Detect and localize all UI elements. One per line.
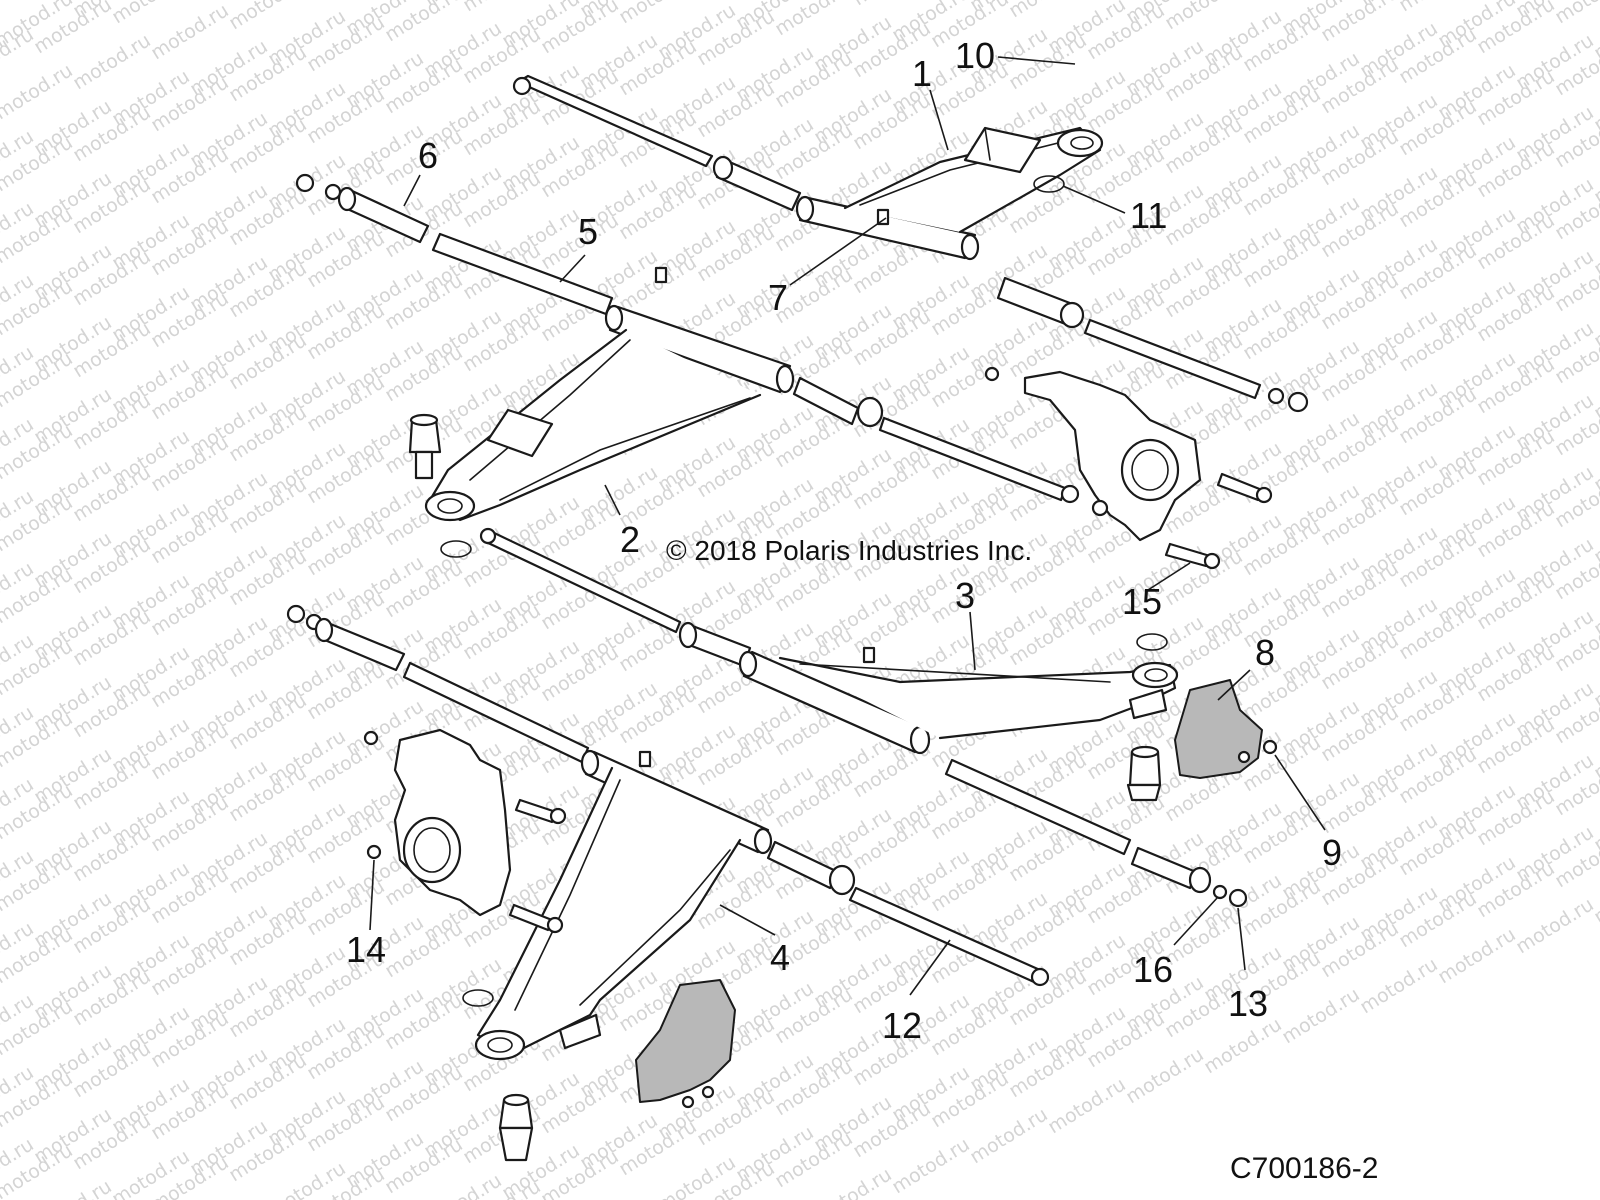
watermark-text: motod.ru: [1122, 1043, 1208, 1108]
watermark-text: motod.ru: [1434, 923, 1520, 988]
callout-1: 1: [912, 53, 932, 94]
a-arm-3: [479, 527, 1179, 755]
watermark-text: motod.ru: [1278, 983, 1364, 1048]
watermark-text: motod.ru: [225, 0, 311, 34]
callout-14: 14: [346, 929, 386, 970]
callout-7: 7: [768, 277, 788, 318]
watermark-text: motod.ru: [147, 0, 233, 64]
watermark-text: motod.ru: [810, 1163, 896, 1200]
callout-labels: 1 2 3 4 5 6 7 8 9 10 11 12 13 14 15 16: [346, 35, 1342, 1046]
callout-6: 6: [418, 135, 438, 176]
callout-10: 10: [955, 35, 995, 76]
lower-right-hardware: [944, 679, 1278, 908]
a-arm-4: [462, 749, 1050, 1162]
watermark-text: motod.ru: [1161, 0, 1247, 34]
callout-16: 16: [1133, 949, 1173, 990]
watermark-text: motod.ru: [420, 1169, 506, 1200]
watermark-text: motod.ru: [1551, 0, 1600, 28]
callout-5: 5: [578, 211, 598, 252]
watermark-text: motod.ru: [888, 1133, 974, 1198]
watermark-text: motod.ru: [1044, 1073, 1130, 1138]
callout-4: 4: [770, 937, 790, 978]
watermark-text: motod.ru: [1512, 893, 1598, 958]
a-arm-2: [408, 266, 1080, 522]
watermark-text: motod.ru: [69, 29, 155, 94]
watermark-text: motod.ru: [0, 59, 77, 124]
callout-15: 15: [1122, 581, 1162, 622]
upper-a-arm-top: [512, 74, 1309, 413]
callout-11: 11: [1130, 195, 1167, 236]
steering-knuckle-right: [440, 175, 1273, 570]
copyright-notice: © 2018 Polaris Industries Inc.: [666, 535, 1032, 566]
leader-lines: [369, 56, 1326, 996]
callout-13: 13: [1228, 983, 1268, 1024]
watermark-text: motod.ru: [966, 1103, 1052, 1168]
watermark-text: motod.ru: [1356, 953, 1442, 1018]
callout-2: 2: [620, 519, 640, 560]
callout-8: 8: [1255, 632, 1275, 673]
callout-12: 12: [882, 1005, 922, 1046]
callout-3: 3: [955, 575, 975, 616]
steering-knuckle-left: [363, 728, 567, 934]
diagram-code: C700186-2: [1230, 1152, 1378, 1185]
callout-9: 9: [1322, 832, 1342, 873]
